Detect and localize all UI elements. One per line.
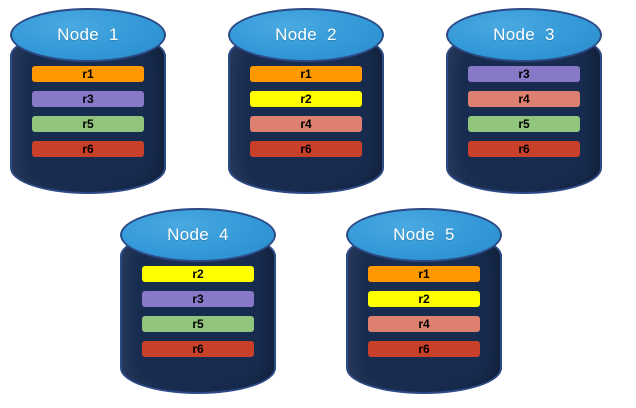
replica-bar-r4[interactable]: r4: [250, 116, 362, 132]
node-label: Node 5: [393, 225, 455, 244]
database-node-3[interactable]: Node 3 r3 r4 r5 r6: [446, 8, 602, 194]
node-cylinder-top: [228, 8, 384, 62]
replica-stack: r3 r4 r5 r6: [446, 66, 602, 157]
replica-bar-r5[interactable]: r5: [142, 316, 254, 332]
replica-bar-r2[interactable]: r2: [250, 91, 362, 107]
node-label: Node 3: [493, 25, 555, 44]
replica-bar-r4[interactable]: r4: [468, 91, 580, 107]
replica-stack: r1 r2 r4 r6: [346, 266, 502, 357]
replica-bar-r5[interactable]: r5: [32, 116, 144, 132]
node-cylinder-top: [120, 208, 276, 262]
replica-bar-r5[interactable]: r5: [468, 116, 580, 132]
node-cylinder-top: [346, 208, 502, 262]
replica-stack: r1 r2 r4 r6: [228, 66, 384, 157]
database-node-5[interactable]: Node 5 r1 r2 r4 r6: [346, 208, 502, 394]
replica-bar-r6[interactable]: r6: [32, 141, 144, 157]
replica-bar-r3[interactable]: r3: [142, 291, 254, 307]
node-cylinder-body: [446, 30, 602, 194]
replica-stack: r2 r3 r5 r6: [120, 266, 276, 357]
replica-bar-r3[interactable]: r3: [32, 91, 144, 107]
node-cylinder-top: [446, 8, 602, 62]
replica-bar-r2[interactable]: r2: [142, 266, 254, 282]
replica-bar-r6[interactable]: r6: [250, 141, 362, 157]
replica-bar-r6[interactable]: r6: [368, 341, 480, 357]
replica-stack: r1 r3 r5 r6: [10, 66, 166, 157]
replica-bar-r1[interactable]: r1: [32, 66, 144, 82]
replica-bar-r1[interactable]: r1: [368, 266, 480, 282]
database-node-1[interactable]: Node 1 r1 r3 r5 r6: [10, 8, 166, 194]
node-label: Node 2: [275, 25, 337, 44]
database-node-2[interactable]: Node 2 r1 r2 r4 r6: [228, 8, 384, 194]
replica-bar-r6[interactable]: r6: [468, 141, 580, 157]
replica-bar-r6[interactable]: r6: [142, 341, 254, 357]
node-cylinder-top: [10, 8, 166, 62]
node-label: Node 1: [57, 25, 119, 44]
replica-bar-r1[interactable]: r1: [250, 66, 362, 82]
replica-bar-r2[interactable]: r2: [368, 291, 480, 307]
database-node-4[interactable]: Node 4 r2 r3 r5 r6: [120, 208, 276, 394]
replica-bar-r4[interactable]: r4: [368, 316, 480, 332]
node-label: Node 4: [167, 225, 229, 244]
replica-bar-r3[interactable]: r3: [468, 66, 580, 82]
